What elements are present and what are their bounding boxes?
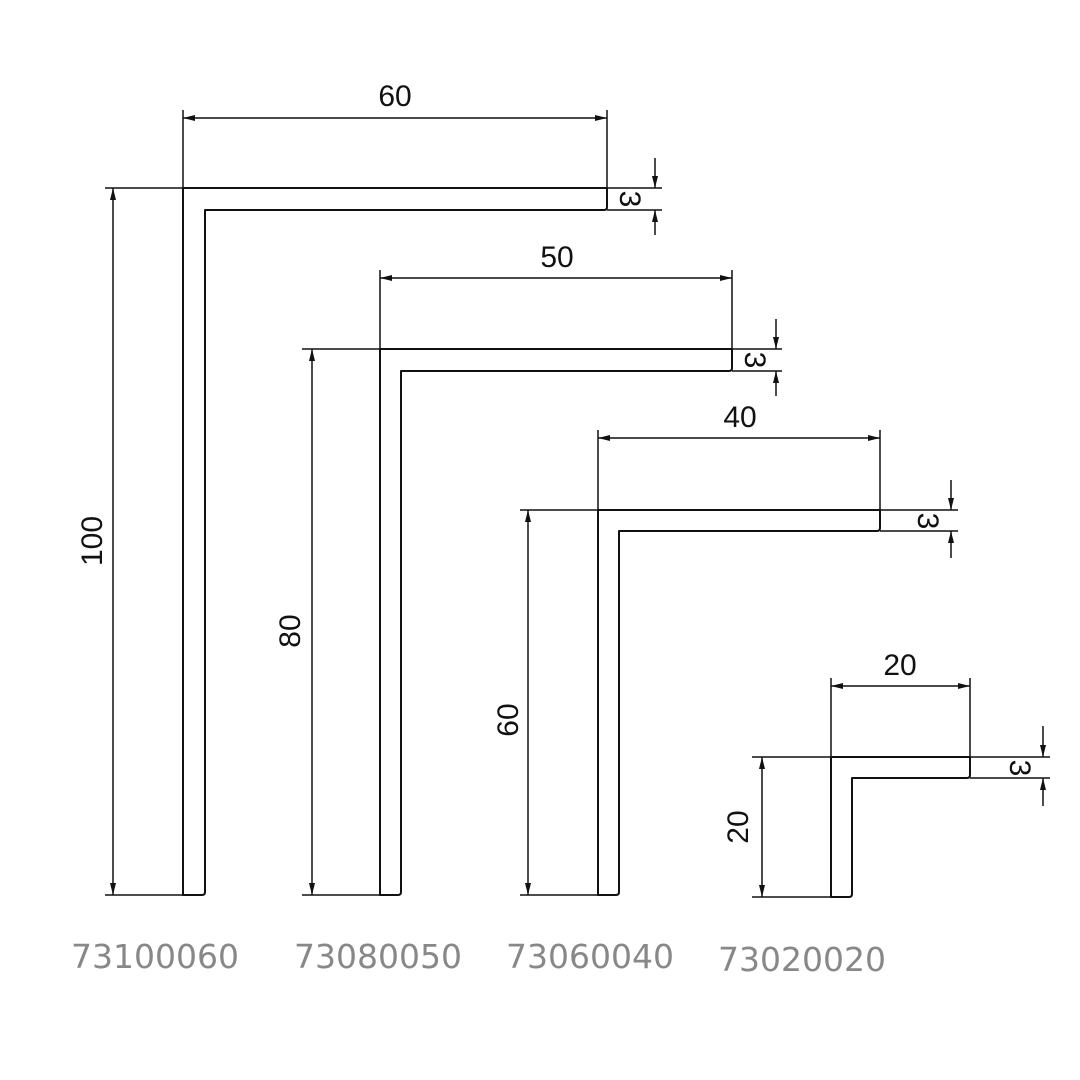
width-label: 40: [723, 401, 756, 434]
height-label: 20: [722, 810, 755, 843]
profile-code: 73080050: [294, 937, 462, 976]
height-label: 80: [274, 614, 307, 647]
profile-73020020: 20 20 3 73020020: [718, 649, 1050, 979]
height-label: 100: [76, 516, 109, 566]
profile-code: 73100060: [71, 937, 239, 976]
profile-outline: [379, 348, 733, 896]
thickness-label: 3: [613, 191, 646, 208]
thickness-label: 3: [738, 352, 771, 369]
width-label: 50: [540, 241, 573, 274]
profile-outline: [182, 187, 608, 896]
profile-73100060: 60 100 3 73100060: [71, 80, 662, 976]
width-label: 60: [378, 80, 411, 113]
profile-code: 73060040: [506, 937, 674, 976]
width-label: 20: [883, 649, 916, 682]
profile-outline: [830, 756, 971, 898]
profile-73080050: 50 80 3 73080050: [274, 241, 782, 976]
profile-outline: [597, 509, 881, 896]
thickness-label: 3: [1003, 760, 1036, 777]
profile-73060040: 40 60 3 73060040: [492, 401, 958, 976]
profile-code: 73020020: [718, 940, 886, 979]
thickness-label: 3: [911, 513, 944, 530]
height-label: 60: [492, 703, 525, 736]
